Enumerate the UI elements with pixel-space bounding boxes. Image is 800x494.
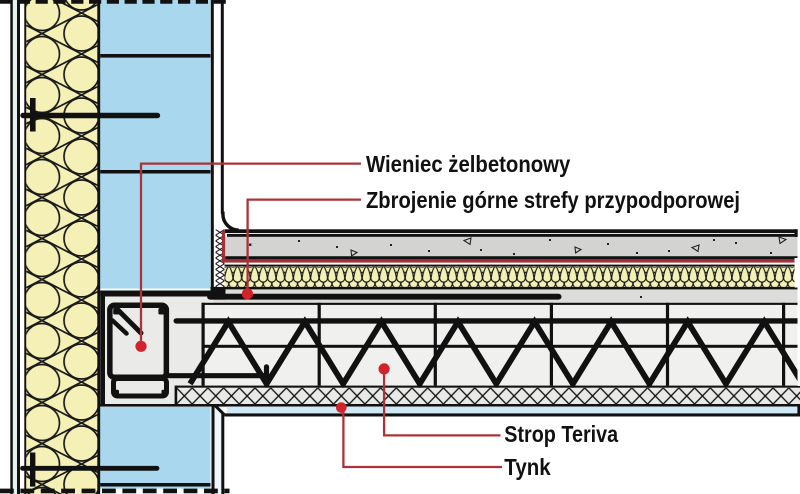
svg-text:Zbrojenie górne strefy przypod: Zbrojenie górne strefy przypodporowej	[366, 187, 740, 213]
svg-text:Wieniec żelbetonowy: Wieniec żelbetonowy	[366, 151, 570, 177]
svg-text:Tynk: Tynk	[504, 454, 551, 480]
svg-text:Strop Teriva: Strop Teriva	[504, 421, 619, 447]
